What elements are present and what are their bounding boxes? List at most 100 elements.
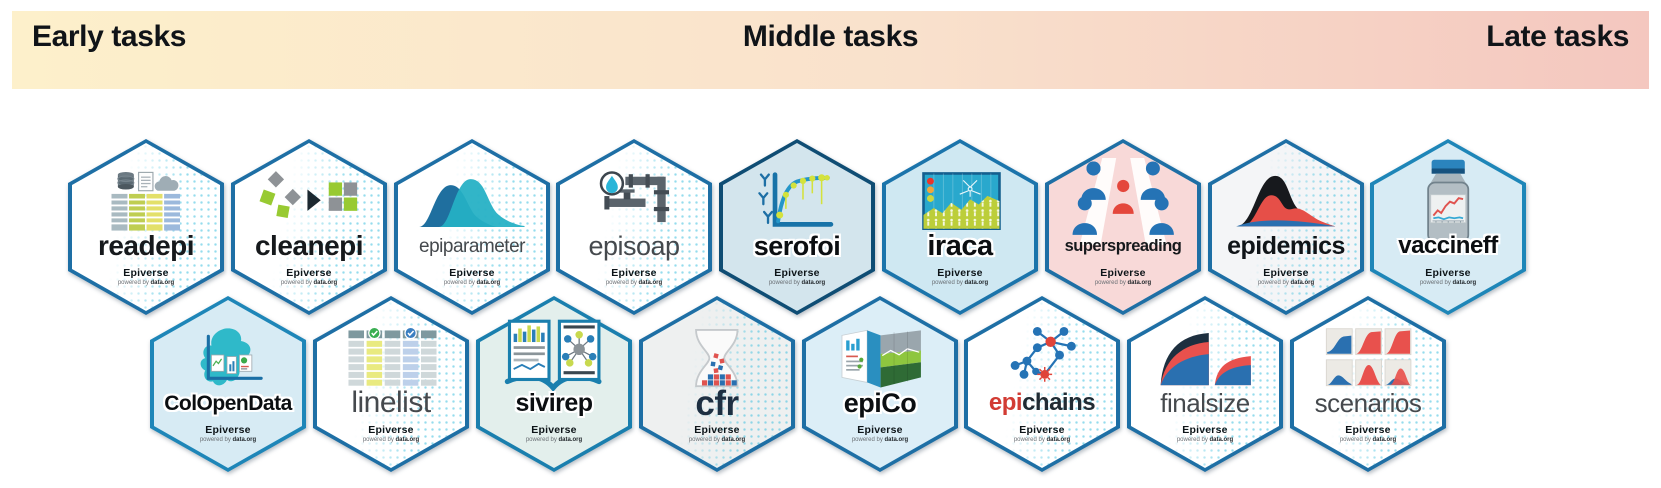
hex-sticker-epidemics[interactable]: epidemics Epiverse powered by data.org <box>1208 139 1364 315</box>
open-book-report-icon <box>495 315 613 402</box>
package-name: sivirep <box>515 388 593 417</box>
sticker-footer: Epiverse powered by data.org <box>1212 267 1360 286</box>
epiverse-brand: Epiverse <box>123 267 169 280</box>
sticker-footer: Epiverse powered by data.org <box>72 267 220 286</box>
late-tasks-label: Late tasks <box>1486 20 1630 53</box>
package-name-part: epi <box>988 389 1023 417</box>
sticker-footer: Epiverse powered by data.org <box>968 424 1116 443</box>
powered-by-text: powered by <box>1257 280 1289 287</box>
powered-by-text: powered by <box>851 437 883 444</box>
data-org-brand: data.org <box>1046 437 1071 444</box>
package-name: serofoi <box>753 230 841 261</box>
sticker-footer: Epiverse powered by data.org <box>643 424 791 443</box>
data-org-brand: data.org <box>395 437 420 444</box>
epidemic-curves-icon <box>1231 170 1341 232</box>
powered-by-text: powered by <box>362 437 394 444</box>
hex-background <box>723 143 871 311</box>
database-table-icon <box>91 170 201 232</box>
epiverse-brand: Epiverse <box>1100 267 1146 280</box>
powered-by-text: powered by <box>1339 437 1371 444</box>
data-org-brand: data.org <box>1209 437 1234 444</box>
data-org-brand: data.org <box>1372 437 1397 444</box>
powered-by-text: powered by <box>199 437 231 444</box>
powered-by-text: powered by <box>605 280 637 287</box>
hex-sticker-ColOpenData[interactable]: ColOpenData Epiverse powered by data.org <box>150 296 306 472</box>
powered-by-text: powered by <box>117 280 149 287</box>
data-org-brand: data.org <box>232 437 257 444</box>
package-name: vaccineff <box>1398 232 1498 260</box>
hex-sticker-serofoi[interactable]: serofoi Epiverse powered by data.org <box>719 139 875 315</box>
data-org-brand: data.org <box>476 280 501 287</box>
hex-sticker-vaccineff[interactable]: vaccineff Epiverse powered by data.org <box>1370 139 1526 315</box>
package-name: epiCo <box>843 387 917 418</box>
package-name: episoap <box>588 230 680 261</box>
sticker-footer: Epiverse powered by data.org <box>1374 267 1522 286</box>
hex-sticker-epiparameter[interactable]: epiparameter Epiverse powered by data.or… <box>394 139 550 315</box>
mosquito-chart-icon <box>905 170 1015 232</box>
epiverse-brand: Epiverse <box>449 267 495 280</box>
hex-sticker-readepi[interactable]: readepi Epiverse powered by data.org <box>68 139 224 315</box>
hourglass-icon <box>662 327 772 389</box>
powered-by-text: powered by <box>688 437 720 444</box>
powered-by-text: powered by <box>1176 437 1208 444</box>
epiverse-brand: Epiverse <box>611 267 657 280</box>
sticker-footer: Epiverse powered by data.org <box>1294 424 1442 443</box>
package-name: cleanepi <box>254 230 364 262</box>
package-name: linelist <box>351 386 431 420</box>
package-name: epidemics <box>1227 231 1345 260</box>
middle-tasks-label: Middle tasks <box>742 20 919 53</box>
sticker-footer: Epiverse powered by data.org <box>1131 424 1279 443</box>
package-name: readepi <box>97 230 195 262</box>
hex-sticker-iraca[interactable]: iraca Epiverse powered by data.org <box>882 139 1038 315</box>
sticker-footer: Epiverse powered by data.org <box>560 267 708 286</box>
epiverse-brand: Epiverse <box>774 267 820 280</box>
data-columns-icon <box>336 326 446 389</box>
hex-sticker-sivirep[interactable]: sivirep Epiverse powered by data.org <box>476 296 632 472</box>
sticker-footer: Epiverse powered by data.org <box>235 267 383 286</box>
hex-sticker-linelist[interactable]: linelist Epiverse powered by data.org <box>313 296 469 472</box>
hex-sticker-finalsize[interactable]: finalsize Epiverse powered by data.org <box>1127 296 1283 472</box>
powered-by-text: powered by <box>768 280 800 287</box>
hex-sticker-cleanepi[interactable]: cleanepi Epiverse powered by data.org <box>231 139 387 315</box>
powered-by-text: powered by <box>1419 280 1451 287</box>
package-name: scenarios <box>1314 388 1422 419</box>
data-org-brand: data.org <box>801 280 826 287</box>
early-tasks-label: Early tasks <box>32 20 187 53</box>
scenario-panels-icon <box>1313 327 1423 389</box>
hex-sticker-superspreading[interactable]: superspreading Epiverse powered by data.… <box>1045 139 1201 315</box>
data-org-brand: data.org <box>558 437 583 444</box>
powered-by-text: powered by <box>931 280 963 287</box>
data-org-brand: data.org <box>313 280 338 287</box>
epiverse-brand: Epiverse <box>1019 424 1065 437</box>
package-name: epiparameter <box>419 235 525 257</box>
people-spread-icon <box>1064 158 1182 246</box>
sticker-footer: Epiverse powered by data.org <box>154 424 302 443</box>
sticker-footer: Epiverse powered by data.org <box>723 267 871 286</box>
data-org-brand: data.org <box>964 280 989 287</box>
package-name: iraca <box>927 229 993 262</box>
epiverse-brand: Epiverse <box>1182 424 1228 437</box>
epiverse-brand: Epiverse <box>531 424 577 437</box>
sticker-footer: Epiverse powered by data.org <box>806 424 954 443</box>
epiverse-brand: Epiverse <box>368 424 414 437</box>
sticker-footer: Epiverse powered by data.org <box>317 424 465 443</box>
hex-sticker-episoap[interactable]: episoap Epiverse powered by data.org <box>556 139 712 315</box>
network-chains-icon <box>987 326 1097 389</box>
task-timeline-banner: Early tasks Middle tasks Late tasks <box>12 11 1649 89</box>
epiverse-brand: Epiverse <box>1263 267 1309 280</box>
hex-sticker-scenarios[interactable]: scenarios Epiverse powered by data.org <box>1290 296 1446 472</box>
hex-sticker-cfr[interactable]: cfr Epiverse powered by data.org <box>639 296 795 472</box>
data-org-brand: data.org <box>1452 280 1477 287</box>
epiverse-brand: Epiverse <box>1425 267 1471 280</box>
pipes-faucet-icon <box>579 170 689 232</box>
stacked-growth-icon <box>1150 327 1260 389</box>
hex-sticker-epiCo[interactable]: epiCo Epiverse powered by data.org <box>802 296 958 472</box>
epiverse-brand: Epiverse <box>937 267 983 280</box>
data-org-brand: data.org <box>721 437 746 444</box>
package-name: superspreading <box>1064 237 1182 256</box>
data-org-brand: data.org <box>150 280 175 287</box>
epiverse-brand: Epiverse <box>286 267 332 280</box>
